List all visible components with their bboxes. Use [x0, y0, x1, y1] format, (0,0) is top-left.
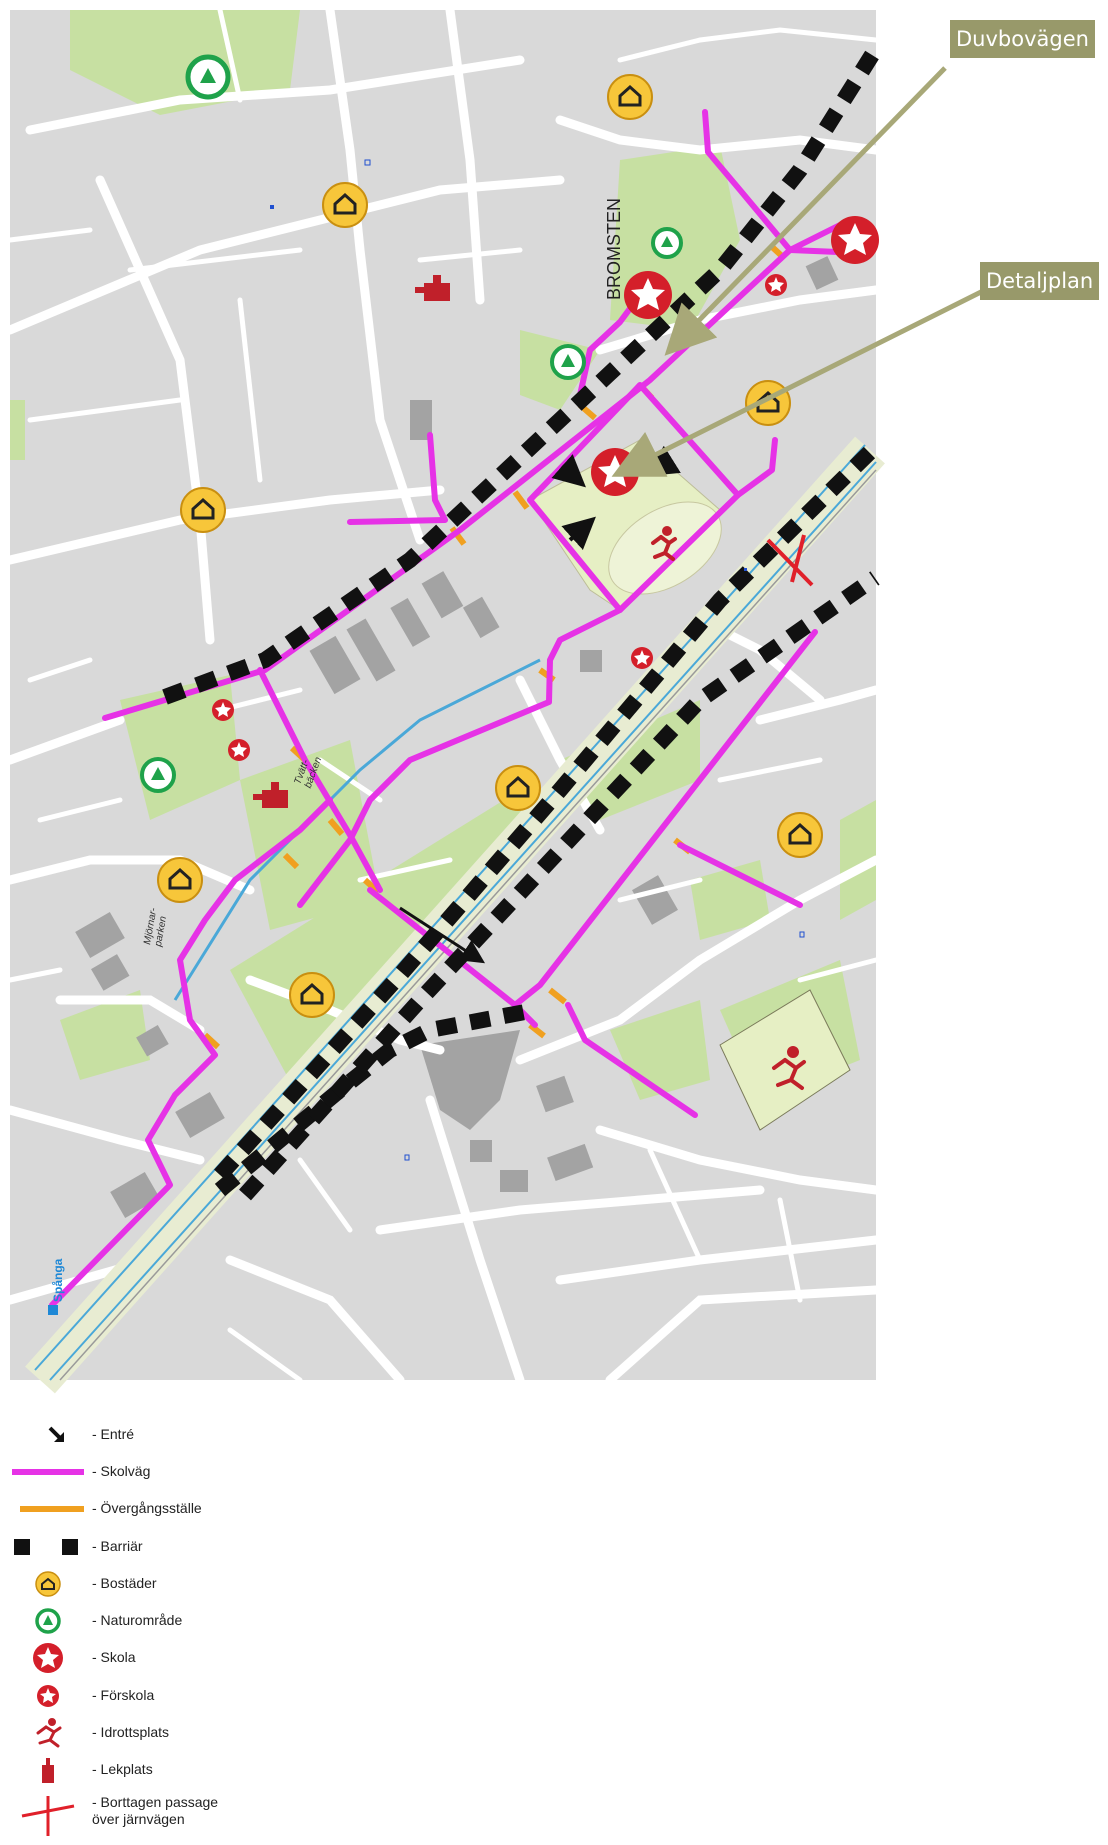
legend-label-skolvag: - Skolväg: [92, 1463, 151, 1479]
callout-detaljplan: Detaljplan: [980, 262, 1100, 300]
legend: - Entré - Skolväg - Övergångsställe - Ba…: [0, 1400, 400, 1845]
barrier-icon: [14, 1539, 78, 1555]
nature-icons: [140, 54, 683, 793]
legend-row-entre: - Entré: [0, 1418, 400, 1452]
legend-label-bostader: - Bostäder: [92, 1575, 157, 1591]
legend-row-borttagen: - Borttagen passage över järnvägen: [0, 1792, 400, 1838]
legend-label-naturomrade: - Naturområde: [92, 1612, 183, 1628]
station-label: Spånga: [51, 1258, 65, 1302]
magenta-line-icon: [12, 1469, 84, 1475]
legend-row-barriar: - Barriär: [0, 1530, 400, 1564]
nature-icon: [35, 1608, 61, 1634]
legend-row-lekplats: - Lekplats: [0, 1753, 400, 1787]
legend-label-overgang: - Övergångsställe: [92, 1500, 202, 1516]
playground-icon: [42, 1758, 54, 1783]
school-icons: [591, 216, 879, 496]
map: BROMSTEN Tvätt-bäcken Mjörnar-parken Spå…: [10, 10, 987, 1394]
legend-label-barriar: - Barriär: [92, 1538, 143, 1554]
callout-arrows: [611, 66, 987, 477]
place-label-bromsten: BROMSTEN: [604, 198, 624, 300]
callout-duvbovagen: Duvbovägen: [950, 20, 1095, 58]
legend-row-forskola: - Förskola: [0, 1679, 400, 1713]
legend-row-idrottsplats: - Idrottsplats: [0, 1716, 400, 1750]
legend-row-naturomrade: - Naturområde: [0, 1604, 400, 1638]
park-label: Mjörnar-parken: [142, 906, 170, 948]
small-markers: [270, 159, 805, 1161]
legend-row-overgang: - Övergångsställe: [0, 1492, 400, 1526]
housing-icons: [157, 74, 823, 1018]
legend-row-skolvag: - Skolväg: [0, 1455, 400, 1489]
orange-line-icon: [20, 1506, 84, 1512]
runner-icon: [36, 1718, 62, 1748]
legend-label-borttagen: - Borttagen passage över järnvägen: [92, 1794, 219, 1827]
legend-label-idrottsplats: - Idrottsplats: [92, 1724, 170, 1740]
barriers: [162, 50, 880, 1201]
legend-row-bostader: - Bostäder: [0, 1567, 400, 1601]
arrow-icon: [48, 1426, 64, 1442]
preschool-icons: [212, 274, 787, 761]
legend-row-skola: - Skola: [0, 1641, 400, 1675]
legend-label-lekplats: - Lekplats: [92, 1761, 153, 1777]
legend-label-skola: - Skola: [92, 1649, 136, 1665]
preschool-star-icon: [37, 1685, 59, 1707]
legend-label-entre: - Entré: [92, 1426, 135, 1442]
house-icon: [35, 1571, 61, 1597]
sports-icons: [651, 526, 806, 1090]
playground-icons: [253, 275, 450, 808]
stream: [173, 658, 541, 1001]
map-background: [10, 10, 876, 1380]
buildings: [75, 256, 839, 1218]
station-marker: Spånga: [48, 1258, 65, 1315]
removed-passage-marker: [766, 534, 814, 587]
legend-label-forskola: - Förskola: [92, 1687, 155, 1703]
school-star-icon: [33, 1643, 63, 1673]
removed-passage-icon: [21, 1796, 75, 1836]
